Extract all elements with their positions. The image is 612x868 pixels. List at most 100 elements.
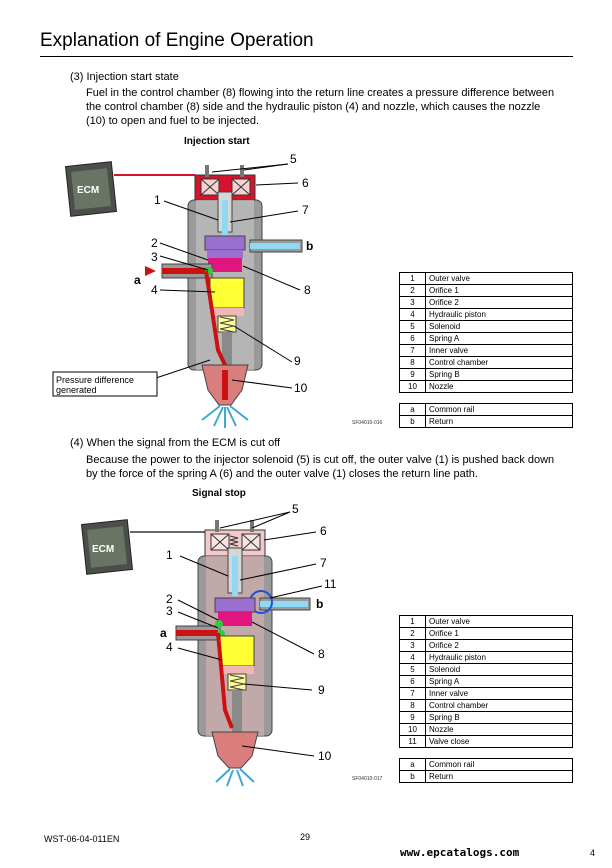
marker-8: 8: [304, 283, 311, 297]
section1-heading: (3) Injection start state: [70, 71, 179, 83]
legend-label: Return: [425, 770, 573, 783]
legend-label: Control chamber: [425, 356, 573, 369]
control-chamber: [208, 258, 242, 272]
legend-number: 4: [399, 308, 426, 321]
legend-label: Orifice 1: [425, 284, 573, 297]
hydraulic-piston: [209, 277, 245, 309]
page-number: 29: [300, 832, 311, 842]
marker-b: b: [306, 239, 313, 253]
legend-number: 6: [399, 675, 426, 688]
marker-1: 1: [154, 193, 161, 207]
marker-3: 3: [151, 250, 158, 264]
figure1-code: SF04010-016: [352, 420, 383, 426]
callout-generated: generated: [56, 385, 97, 395]
legend-number: 9: [399, 711, 426, 724]
legend-label: Common rail: [425, 403, 573, 416]
legend-label: Inner valve: [425, 687, 573, 700]
legend-label: Outer valve: [425, 272, 573, 285]
marker-5: 5: [292, 502, 299, 516]
marker-2: 2: [151, 236, 158, 250]
legend-number: 1: [399, 615, 426, 628]
marker-10: 10: [294, 381, 308, 395]
marker-10: 10: [318, 749, 332, 763]
figure1-caption: Injection start: [184, 136, 250, 147]
injector-diagram-signal-stop: ECM: [80, 502, 337, 787]
callout-pressure-difference: Pressure difference: [56, 375, 134, 385]
legend-label: Nozzle: [425, 380, 573, 393]
marker-3: 3: [166, 604, 173, 618]
marker-2: 2: [166, 592, 173, 606]
section1-body-line-1: Fuel in the control chamber (8) flowing …: [86, 87, 555, 99]
legend-number: 5: [399, 663, 426, 676]
marker-4: 4: [151, 283, 158, 297]
nozzle: [211, 731, 259, 769]
legend-label: Solenoid: [425, 320, 573, 333]
control-chamber: [218, 612, 252, 626]
fuel-spray-icon: [215, 768, 255, 787]
marker-a: a: [134, 273, 141, 287]
figure2-code: SF04010-017: [352, 776, 383, 782]
legend-number: 5: [399, 320, 426, 333]
legend-label: Hydraulic piston: [425, 308, 573, 321]
legend-number: 8: [399, 699, 426, 712]
legend-number: a: [399, 758, 426, 771]
marker-8: 8: [318, 647, 325, 661]
ecm-label: ECM: [92, 544, 114, 555]
section2-body-line-2: by the force of the spring A (6) and the…: [86, 468, 478, 480]
legend-label: Valve close: [425, 735, 573, 748]
section1-body-line-2: the control chamber (8) side and the hyd…: [86, 101, 541, 113]
legend-number: 9: [399, 368, 426, 381]
legend-number: b: [399, 415, 426, 428]
marker-a: a: [160, 626, 167, 640]
marker-7: 7: [320, 556, 327, 570]
ecm-label: ECM: [77, 185, 99, 196]
legend-number: 7: [399, 344, 426, 357]
legend-label: Return: [425, 415, 573, 428]
legend-label: Orifice 2: [425, 296, 573, 309]
legend-number: 2: [399, 284, 426, 297]
legend-number: 3: [399, 296, 426, 309]
legend-number: 4: [399, 651, 426, 664]
marker-b: b: [316, 597, 323, 611]
legend-label: Hydraulic piston: [425, 651, 573, 664]
marker-4: 4: [166, 640, 173, 654]
document-id: WST-06-04-011EN: [44, 834, 120, 844]
marker-11: 11: [324, 577, 337, 591]
legend-label: Orifice 1: [425, 627, 573, 640]
legend-number: 3: [399, 639, 426, 652]
section1-body-line-3: (10) to open and fuel to be injected.: [86, 115, 260, 127]
corner-number: 4: [590, 848, 596, 858]
watermark-url: www.epcatalogs.com: [400, 846, 520, 859]
legend-label: Outer valve: [425, 615, 573, 628]
legend-number: 11: [399, 735, 426, 748]
legend-number: 1: [399, 272, 426, 285]
legend-number: a: [399, 403, 426, 416]
marker-9: 9: [294, 354, 301, 368]
legend-label: Spring A: [425, 332, 573, 345]
